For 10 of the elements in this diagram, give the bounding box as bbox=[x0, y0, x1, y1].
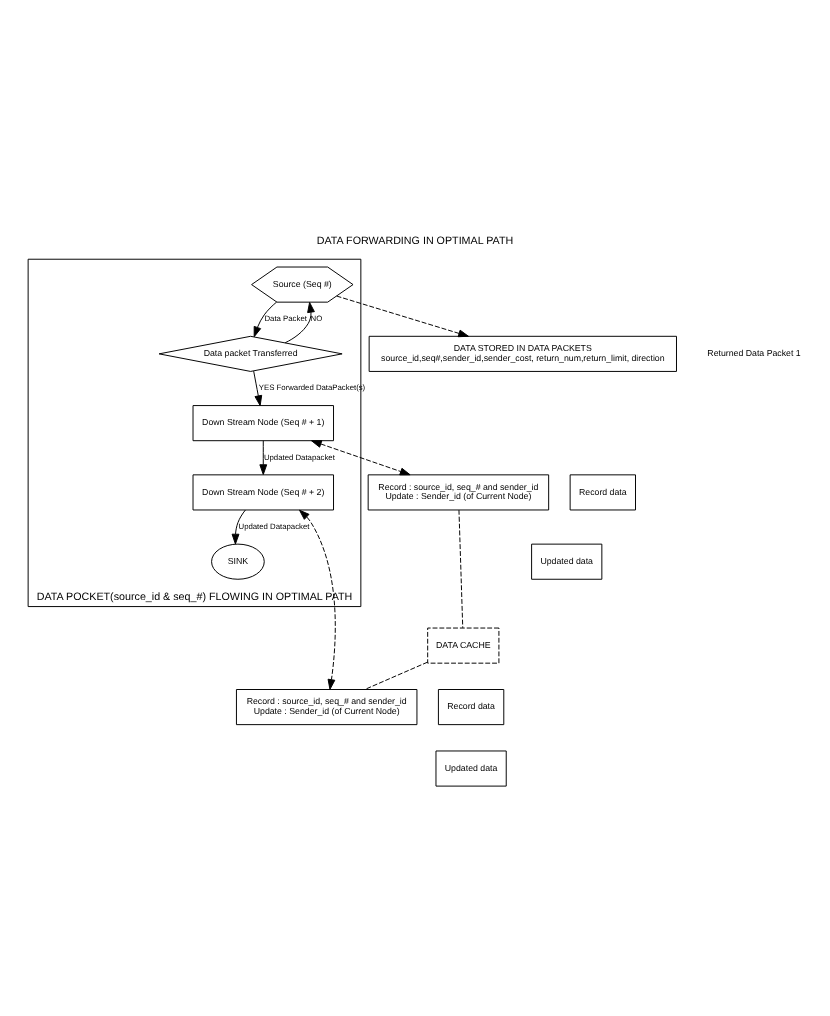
arrow bbox=[299, 508, 336, 689]
arrow bbox=[253, 300, 278, 337]
arrow bbox=[311, 439, 411, 475]
arrow bbox=[336, 294, 469, 337]
arrow bbox=[231, 508, 246, 544]
arrow bbox=[284, 301, 315, 343]
arrow bbox=[253, 369, 263, 406]
connector bbox=[364, 660, 428, 689]
connector bbox=[458, 508, 464, 628]
arrow bbox=[259, 439, 268, 474]
